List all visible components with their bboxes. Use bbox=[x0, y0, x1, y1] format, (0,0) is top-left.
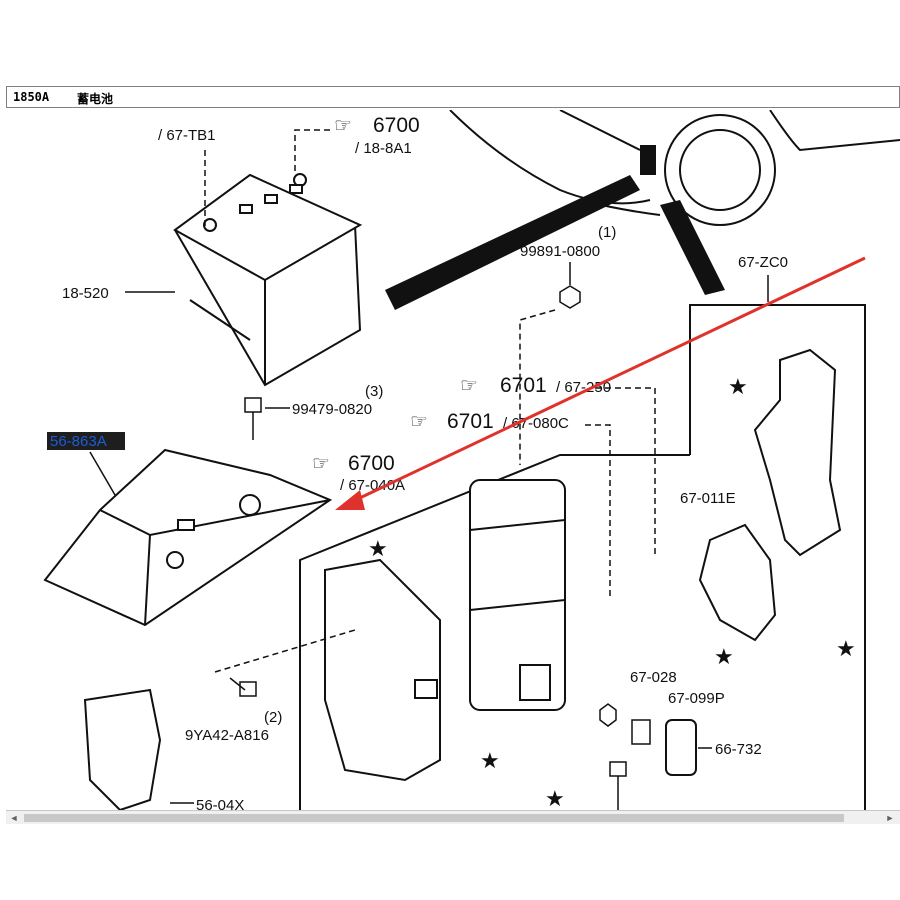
annotation-arrow bbox=[344, 256, 866, 507]
lower-small-bolt bbox=[609, 761, 627, 810]
grommet bbox=[640, 145, 656, 175]
star-icon: ★ bbox=[836, 636, 856, 661]
bracket-label: 56-04X bbox=[196, 797, 244, 810]
star-icon: ★ bbox=[728, 374, 748, 399]
star-markers: ★ ★ ★ ★ ★ ★ bbox=[368, 374, 856, 810]
relay-box-frame-left bbox=[299, 454, 690, 810]
ref-6700-c-num: 6700 bbox=[348, 452, 395, 475]
clip-label: 67-099P bbox=[668, 690, 725, 707]
relay-box-frame bbox=[689, 304, 866, 810]
tray-label: 56-863A bbox=[50, 433, 107, 450]
tray-leader bbox=[89, 451, 116, 496]
connector-label: 66-732 bbox=[715, 741, 762, 758]
ref-6701-b-dash bbox=[585, 424, 611, 600]
lower-left-bracket bbox=[83, 688, 162, 810]
lower-bolt-dash bbox=[214, 629, 356, 673]
connector-icon bbox=[665, 719, 697, 776]
vehicle-outline bbox=[449, 110, 900, 226]
harness-stripe-2 bbox=[660, 200, 725, 295]
tray-label-highlight bbox=[47, 432, 125, 450]
scroll-thumb[interactable] bbox=[24, 814, 844, 822]
parts-diagram: 18-520 / 67-TB1 ☞ 6700 / 18-8A1 (3) 9947… bbox=[43, 110, 900, 810]
bolt-part: 99479-0820 bbox=[292, 401, 372, 418]
top-ref-b-dash bbox=[294, 129, 330, 175]
bolt-icon bbox=[244, 397, 262, 440]
hand-icon-b: ☞ bbox=[460, 375, 478, 397]
nut-icon bbox=[559, 285, 581, 309]
ref-6701-b-num: 6701 bbox=[447, 410, 494, 433]
star-icon: ★ bbox=[368, 536, 388, 561]
star-icon: ★ bbox=[480, 748, 500, 773]
bolt-qty: (3) bbox=[365, 383, 383, 400]
battery-drawing bbox=[173, 173, 363, 387]
part-code: 1850A bbox=[13, 90, 50, 104]
scroll-right-icon[interactable]: ► bbox=[885, 813, 895, 823]
top-ref-b-sub: / 18-8A1 bbox=[355, 140, 412, 157]
top-ref-a-sub: / 67-TB1 bbox=[158, 127, 216, 144]
scroll-left-icon[interactable]: ◄ bbox=[9, 813, 19, 823]
cover-shape bbox=[698, 523, 777, 642]
ref-6700-c-sub: / 67-040A bbox=[340, 477, 405, 494]
annotation-arrowhead bbox=[335, 490, 365, 510]
part-title: 蓄电池 bbox=[77, 92, 114, 106]
tray-drawing bbox=[43, 448, 333, 627]
horizontal-scrollbar[interactable]: ◄ ► bbox=[6, 810, 900, 824]
ref-6701-b-sub: / 67-080C bbox=[503, 415, 569, 432]
battery-label: 18-520 bbox=[62, 285, 109, 302]
fuse-block bbox=[469, 479, 566, 711]
ref-6701-a-dash bbox=[595, 387, 656, 555]
title-bar: 1850A 蓄电池 bbox=[6, 86, 900, 108]
nut-67-028-icon bbox=[599, 703, 617, 727]
nut-qty: (1) bbox=[598, 224, 616, 241]
hand-icon-c: ☞ bbox=[410, 411, 428, 433]
ref-6701-a-num: 6701 bbox=[500, 374, 547, 397]
nut-dash bbox=[519, 309, 556, 465]
top-ref-b-num: 6700 bbox=[373, 114, 420, 137]
star-icon: ★ bbox=[545, 786, 565, 810]
clip-icon bbox=[631, 719, 651, 745]
diagram-canvas[interactable]: 18-520 / 67-TB1 ☞ 6700 / 18-8A1 (3) 9947… bbox=[0, 110, 900, 810]
lower-bolt-qty: (2) bbox=[264, 709, 282, 726]
nut-small-label: 67-028 bbox=[630, 669, 677, 686]
left-bracket bbox=[324, 558, 441, 782]
relay-bracket bbox=[753, 348, 842, 557]
star-icon: ★ bbox=[714, 644, 734, 669]
lower-bolt-icon bbox=[229, 677, 257, 697]
harness-stripe-1 bbox=[385, 175, 640, 310]
hand-icon-d: ☞ bbox=[312, 453, 330, 475]
ref-6701-a-sub: / 67-250 bbox=[556, 379, 611, 396]
cover-label: 67-011E bbox=[680, 490, 736, 507]
relay-box-label: 67-ZC0 bbox=[738, 254, 788, 271]
nut-part: 99891-0800 bbox=[520, 243, 600, 260]
hand-icon-a: ☞ bbox=[334, 115, 352, 137]
lower-bolt-label: 9YA42-A816 bbox=[185, 727, 269, 744]
